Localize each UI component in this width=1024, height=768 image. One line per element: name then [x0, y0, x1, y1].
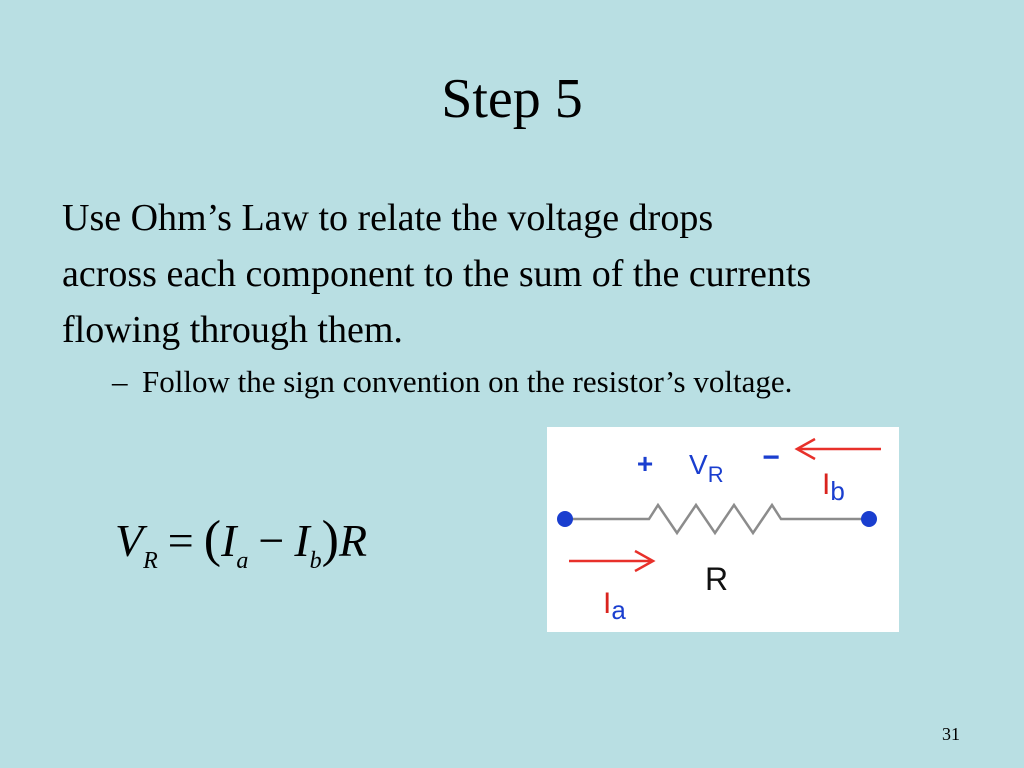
current-a-symbol: I: [603, 587, 611, 620]
eq-term1-symbol: I: [221, 515, 237, 566]
resistor-diagram: + VR − R Ib Ia: [547, 427, 899, 632]
eq-term2-sub: b: [309, 548, 322, 574]
current-b-symbol: I: [822, 468, 830, 501]
sub-bullet-marker: –: [112, 364, 128, 399]
slide-title: Step 5: [441, 68, 583, 130]
current-b-sub: b: [830, 476, 844, 506]
left-node-dot: [557, 511, 573, 527]
eq-open-paren: (: [203, 511, 222, 568]
circuit-wire: [565, 502, 869, 536]
right-node-dot: [861, 511, 877, 527]
eq-lhs-sub: R: [143, 548, 158, 574]
plus-sign: +: [637, 448, 653, 479]
resistor-label: R: [705, 561, 728, 597]
sub-bullet-text: Follow the sign convention on the resist…: [142, 364, 793, 399]
voltage-sub: R: [708, 462, 724, 487]
minus-sign: −: [762, 441, 780, 474]
eq-equals: =: [167, 515, 194, 566]
eq-term1-sub: a: [236, 548, 249, 574]
current-a-arrow-icon: [569, 549, 656, 573]
body-line-3: flowing through them.: [62, 309, 403, 351]
eq-lhs-symbol: V: [115, 515, 144, 566]
slide-number: 31: [942, 724, 960, 744]
eq-rhs-symbol: R: [339, 515, 368, 566]
voltage-label: VR: [689, 449, 724, 487]
current-b-arrow-icon: [794, 437, 881, 461]
current-a-label: Ia: [603, 587, 626, 625]
body-paragraph: Use Ohm’s Law to relate the voltage drop…: [62, 190, 982, 358]
body-line-2: across each component to the sum of the …: [62, 253, 812, 295]
eq-term2-symbol: I: [294, 515, 310, 566]
eq-minus: −: [258, 515, 285, 566]
current-a-sub: a: [611, 595, 626, 625]
voltage-symbol: V: [689, 449, 708, 480]
ohms-law-equation: VR=(Ia−Ib)R: [115, 505, 367, 596]
eq-close-paren: ): [321, 511, 339, 568]
body-line-1: Use Ohm’s Law to relate the voltage drop…: [62, 197, 714, 239]
resistor-diagram-svg: + VR − R Ib Ia: [557, 437, 881, 625]
current-b-label: Ib: [822, 468, 845, 506]
sub-bullet: –Follow the sign convention on the resis…: [112, 360, 992, 404]
